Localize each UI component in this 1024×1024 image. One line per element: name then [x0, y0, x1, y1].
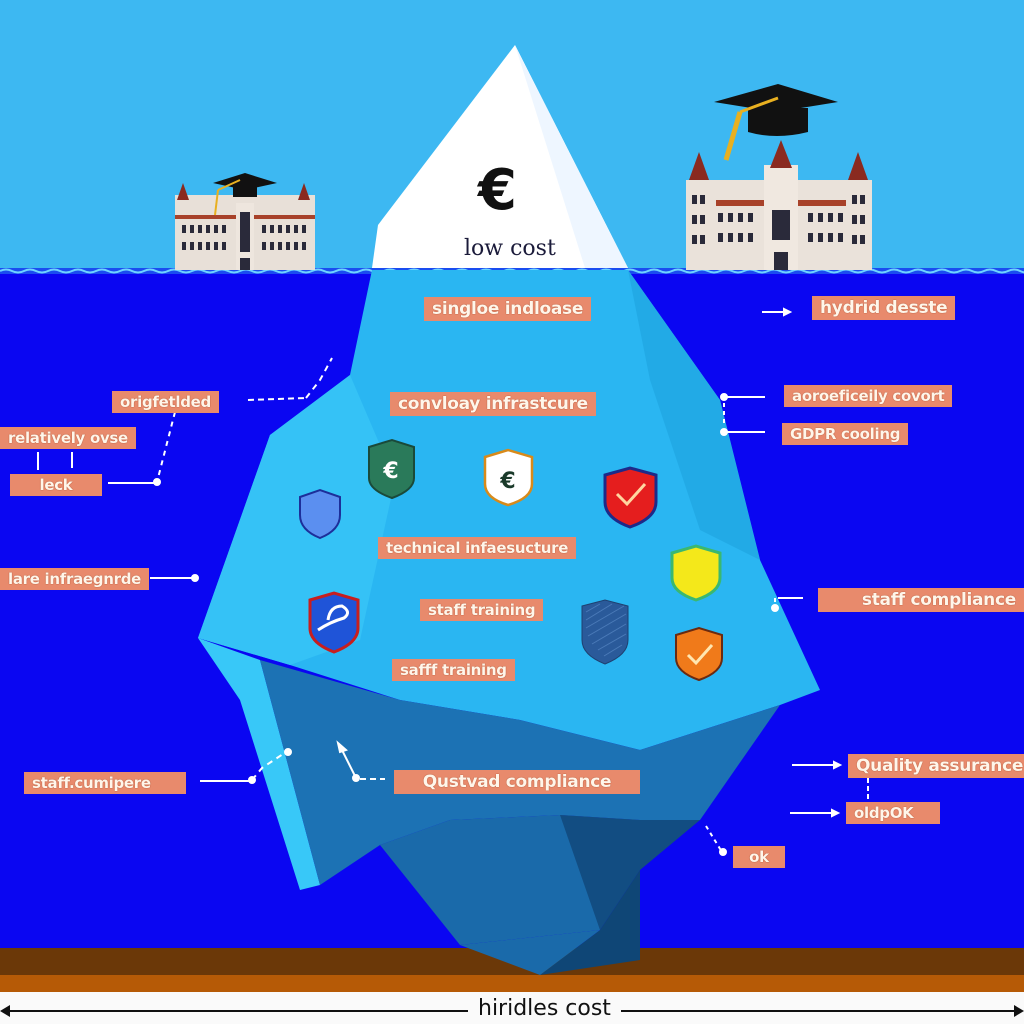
shield-yellow-icon	[670, 544, 722, 602]
svg-text:€: €	[382, 459, 398, 484]
iceberg-tip	[372, 45, 628, 268]
shield-white-euro-icon: €	[483, 448, 534, 507]
shield-light-blue-icon	[299, 488, 341, 540]
shield-blue-swoosh-icon	[308, 591, 360, 654]
euro-icon: €	[478, 158, 517, 223]
university-building-right	[686, 84, 872, 270]
label-quality-compliance: Qustvad compliance	[394, 770, 640, 794]
label-old-ok: oldpOK	[846, 802, 940, 824]
connector-lines	[37, 307, 869, 856]
svg-text:€: €	[499, 469, 515, 494]
label-singular-increase: singloe indloase	[424, 297, 592, 321]
shield-striped-navy-icon	[581, 599, 629, 665]
label-ok: ok	[733, 846, 785, 868]
label-hybrid: hydrid desste	[812, 296, 956, 320]
graduation-cap-icon	[213, 173, 277, 216]
label-quality-assurance: Quality assurance	[848, 754, 1024, 778]
label-complex-infra: convloay infrastcure	[390, 392, 596, 416]
label-lack: leck	[10, 474, 102, 496]
graduation-cap-icon	[714, 84, 838, 161]
bottom-axis-label: hiridles cost	[468, 996, 621, 1021]
label-relatively-cost: relatively ovse	[0, 427, 136, 449]
university-building-left	[175, 173, 315, 270]
label-geo-cover: aoroeficeily covort	[784, 385, 953, 407]
label-staff-compliance-left: staff.cumipere	[24, 772, 186, 794]
label-staff-training-2: safff training	[392, 659, 515, 681]
label-care-infra: lare infraegnrde	[0, 568, 150, 590]
label-gdpr-cooling: GDPR cooling	[782, 423, 909, 445]
tip-label-low-cost: low cost	[464, 236, 556, 261]
label-technical-infra: technical infaesucture	[378, 537, 577, 559]
seafloor-light-layer	[0, 975, 1024, 993]
shield-red-check-icon	[603, 466, 658, 529]
label-unspecified: origfetlded	[112, 391, 219, 413]
shield-orange-check-icon	[675, 626, 723, 682]
label-staff-training-1: staff training	[420, 599, 544, 621]
shield-green-euro-icon: €	[368, 438, 415, 500]
label-staff-compliance-right: staff compliance	[818, 588, 1024, 612]
